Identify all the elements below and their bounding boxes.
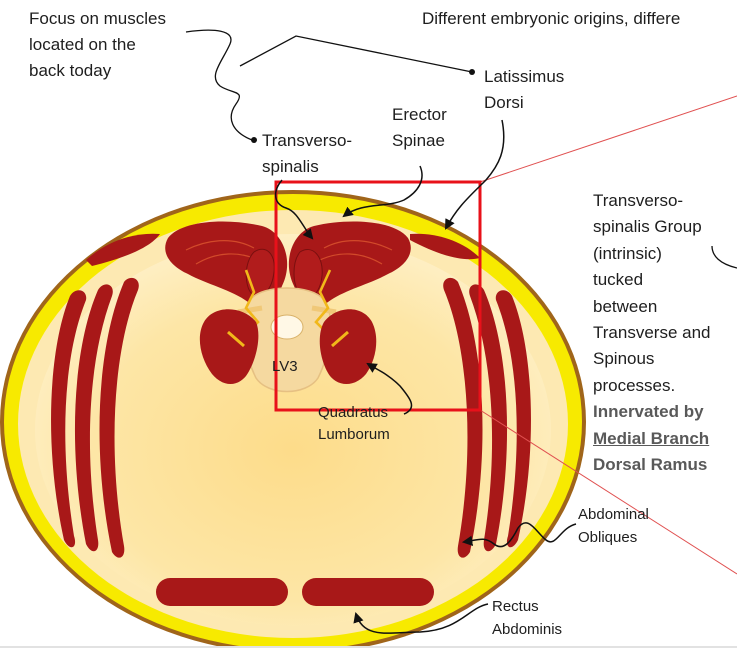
zoom-line-bottom <box>479 409 737 575</box>
latissimus-label-line2: Dorsi <box>484 93 524 112</box>
origins-label: Different embryonic origins, differe <box>422 9 681 28</box>
note-line: Transverso- <box>593 191 684 210</box>
latissimus-left <box>86 233 160 266</box>
rectus-label-line1: Rectus <box>492 598 539 615</box>
transverso-label-line1: Transverso- <box>262 131 353 150</box>
rectus-arrow <box>353 603 489 634</box>
quadratus-arrow <box>366 362 413 415</box>
focus-label-line2: located on the <box>29 35 136 54</box>
note-line: spinalis Group <box>593 217 702 237</box>
rectus-label-line2: Abdominis <box>492 621 563 638</box>
note-line: tucked <box>593 270 644 290</box>
transverso-arrow <box>274 179 314 240</box>
latissimus-arrow <box>444 119 505 230</box>
note-innervation-line1: Innervated by <box>593 402 704 422</box>
note-line: processes. <box>593 375 676 395</box>
latissimus-dot <box>469 69 475 75</box>
obliques-arrow <box>461 522 577 548</box>
oblique-left-middle <box>74 284 113 552</box>
quadratus-label-line2: Lumborum <box>318 426 390 443</box>
zoom-line-top <box>479 95 737 183</box>
transverse-processes <box>237 305 337 315</box>
focus-connector <box>185 29 253 141</box>
quadratus-right <box>319 309 377 385</box>
spinal-canal <box>270 314 304 340</box>
abdominal-cavity <box>35 234 551 626</box>
quadratus-label-line1: Quadratus <box>318 404 389 421</box>
oblique-right-middle <box>469 284 508 552</box>
transversospinalis-note: Transverso- spinalis Group (intrinsic) t… <box>593 188 737 478</box>
rectus-right <box>302 578 434 606</box>
erector-label-line1: Erector <box>392 105 447 124</box>
rectus-left <box>156 578 288 606</box>
psoas-lines <box>227 330 349 348</box>
erector-detail-lines <box>185 240 393 265</box>
erector-arrow <box>342 165 423 218</box>
note-line: Spinous <box>593 349 655 369</box>
quadratus-left <box>199 309 259 385</box>
note-line: Transverse and <box>593 323 711 343</box>
transverso-dot <box>251 137 257 143</box>
bottom-divider <box>0 646 737 648</box>
latissimus-right <box>410 233 480 260</box>
oblique-right-outer <box>495 290 531 548</box>
note-line: between <box>593 296 658 316</box>
erector-label-line2: Spinae <box>392 131 445 150</box>
focus-to-latissimus <box>239 35 473 73</box>
note-line: (intrinsic) <box>593 243 662 263</box>
latissimus-label-line1: Latissimus <box>484 67 565 86</box>
sidenote-curve <box>711 245 737 269</box>
highlight-box <box>274 180 482 412</box>
focus-label-line1: Focus on muscles <box>29 9 166 28</box>
oblique-right-inner <box>443 277 483 558</box>
oblique-left-inner <box>99 277 139 558</box>
focus-label-line3: back today <box>29 61 112 80</box>
obliques-label-line2: Obliques <box>578 529 638 546</box>
note-innervation-line2: Medial Branch <box>593 428 710 448</box>
transverso-label-line2: spinalis <box>262 157 319 176</box>
vertebra-label: LV3 <box>272 358 298 375</box>
note-innervation-line3: Dorsal Ramus <box>593 455 708 475</box>
obliques-label-line1: Abdominal <box>578 506 649 523</box>
oblique-left-outer <box>51 290 87 548</box>
